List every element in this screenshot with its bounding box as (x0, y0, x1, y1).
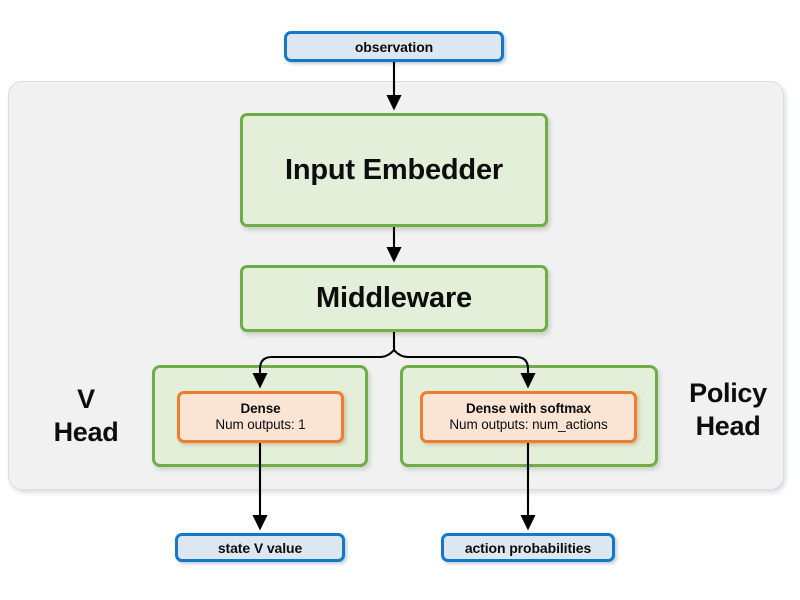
node-dense-with-softmax[interactable]: Dense with softmax Num outputs: num_acti… (420, 391, 637, 443)
node-state-v-value-label: state V value (217, 539, 303, 556)
node-action-probabilities[interactable]: action probabilities (441, 533, 615, 562)
label-policy-head-line2: Head (695, 411, 761, 441)
label-policy-head: Policy Head (664, 377, 792, 443)
label-v-head-line1: V (77, 384, 95, 414)
node-dense-with-softmax-subtitle: Num outputs: num_actions (449, 417, 608, 432)
node-middleware[interactable]: Middleware (240, 265, 548, 332)
node-dense-with-softmax-title: Dense with softmax (466, 401, 591, 416)
label-policy-head-line1: Policy (689, 378, 767, 408)
node-observation-label: observation (354, 38, 434, 55)
node-dense-title: Dense (240, 401, 281, 416)
node-action-probabilities-label: action probabilities (464, 539, 592, 556)
node-input-embedder[interactable]: Input Embedder (240, 113, 548, 227)
node-middleware-label: Middleware (316, 282, 472, 314)
node-dense[interactable]: Dense Num outputs: 1 (177, 391, 344, 443)
node-dense-subtitle: Num outputs: 1 (215, 417, 306, 432)
node-input-embedder-label: Input Embedder (285, 153, 503, 186)
label-v-head-line2: Head (53, 417, 119, 447)
label-v-head: V Head (24, 383, 148, 449)
node-state-v-value[interactable]: state V value (175, 533, 345, 562)
node-observation[interactable]: observation (284, 31, 504, 62)
